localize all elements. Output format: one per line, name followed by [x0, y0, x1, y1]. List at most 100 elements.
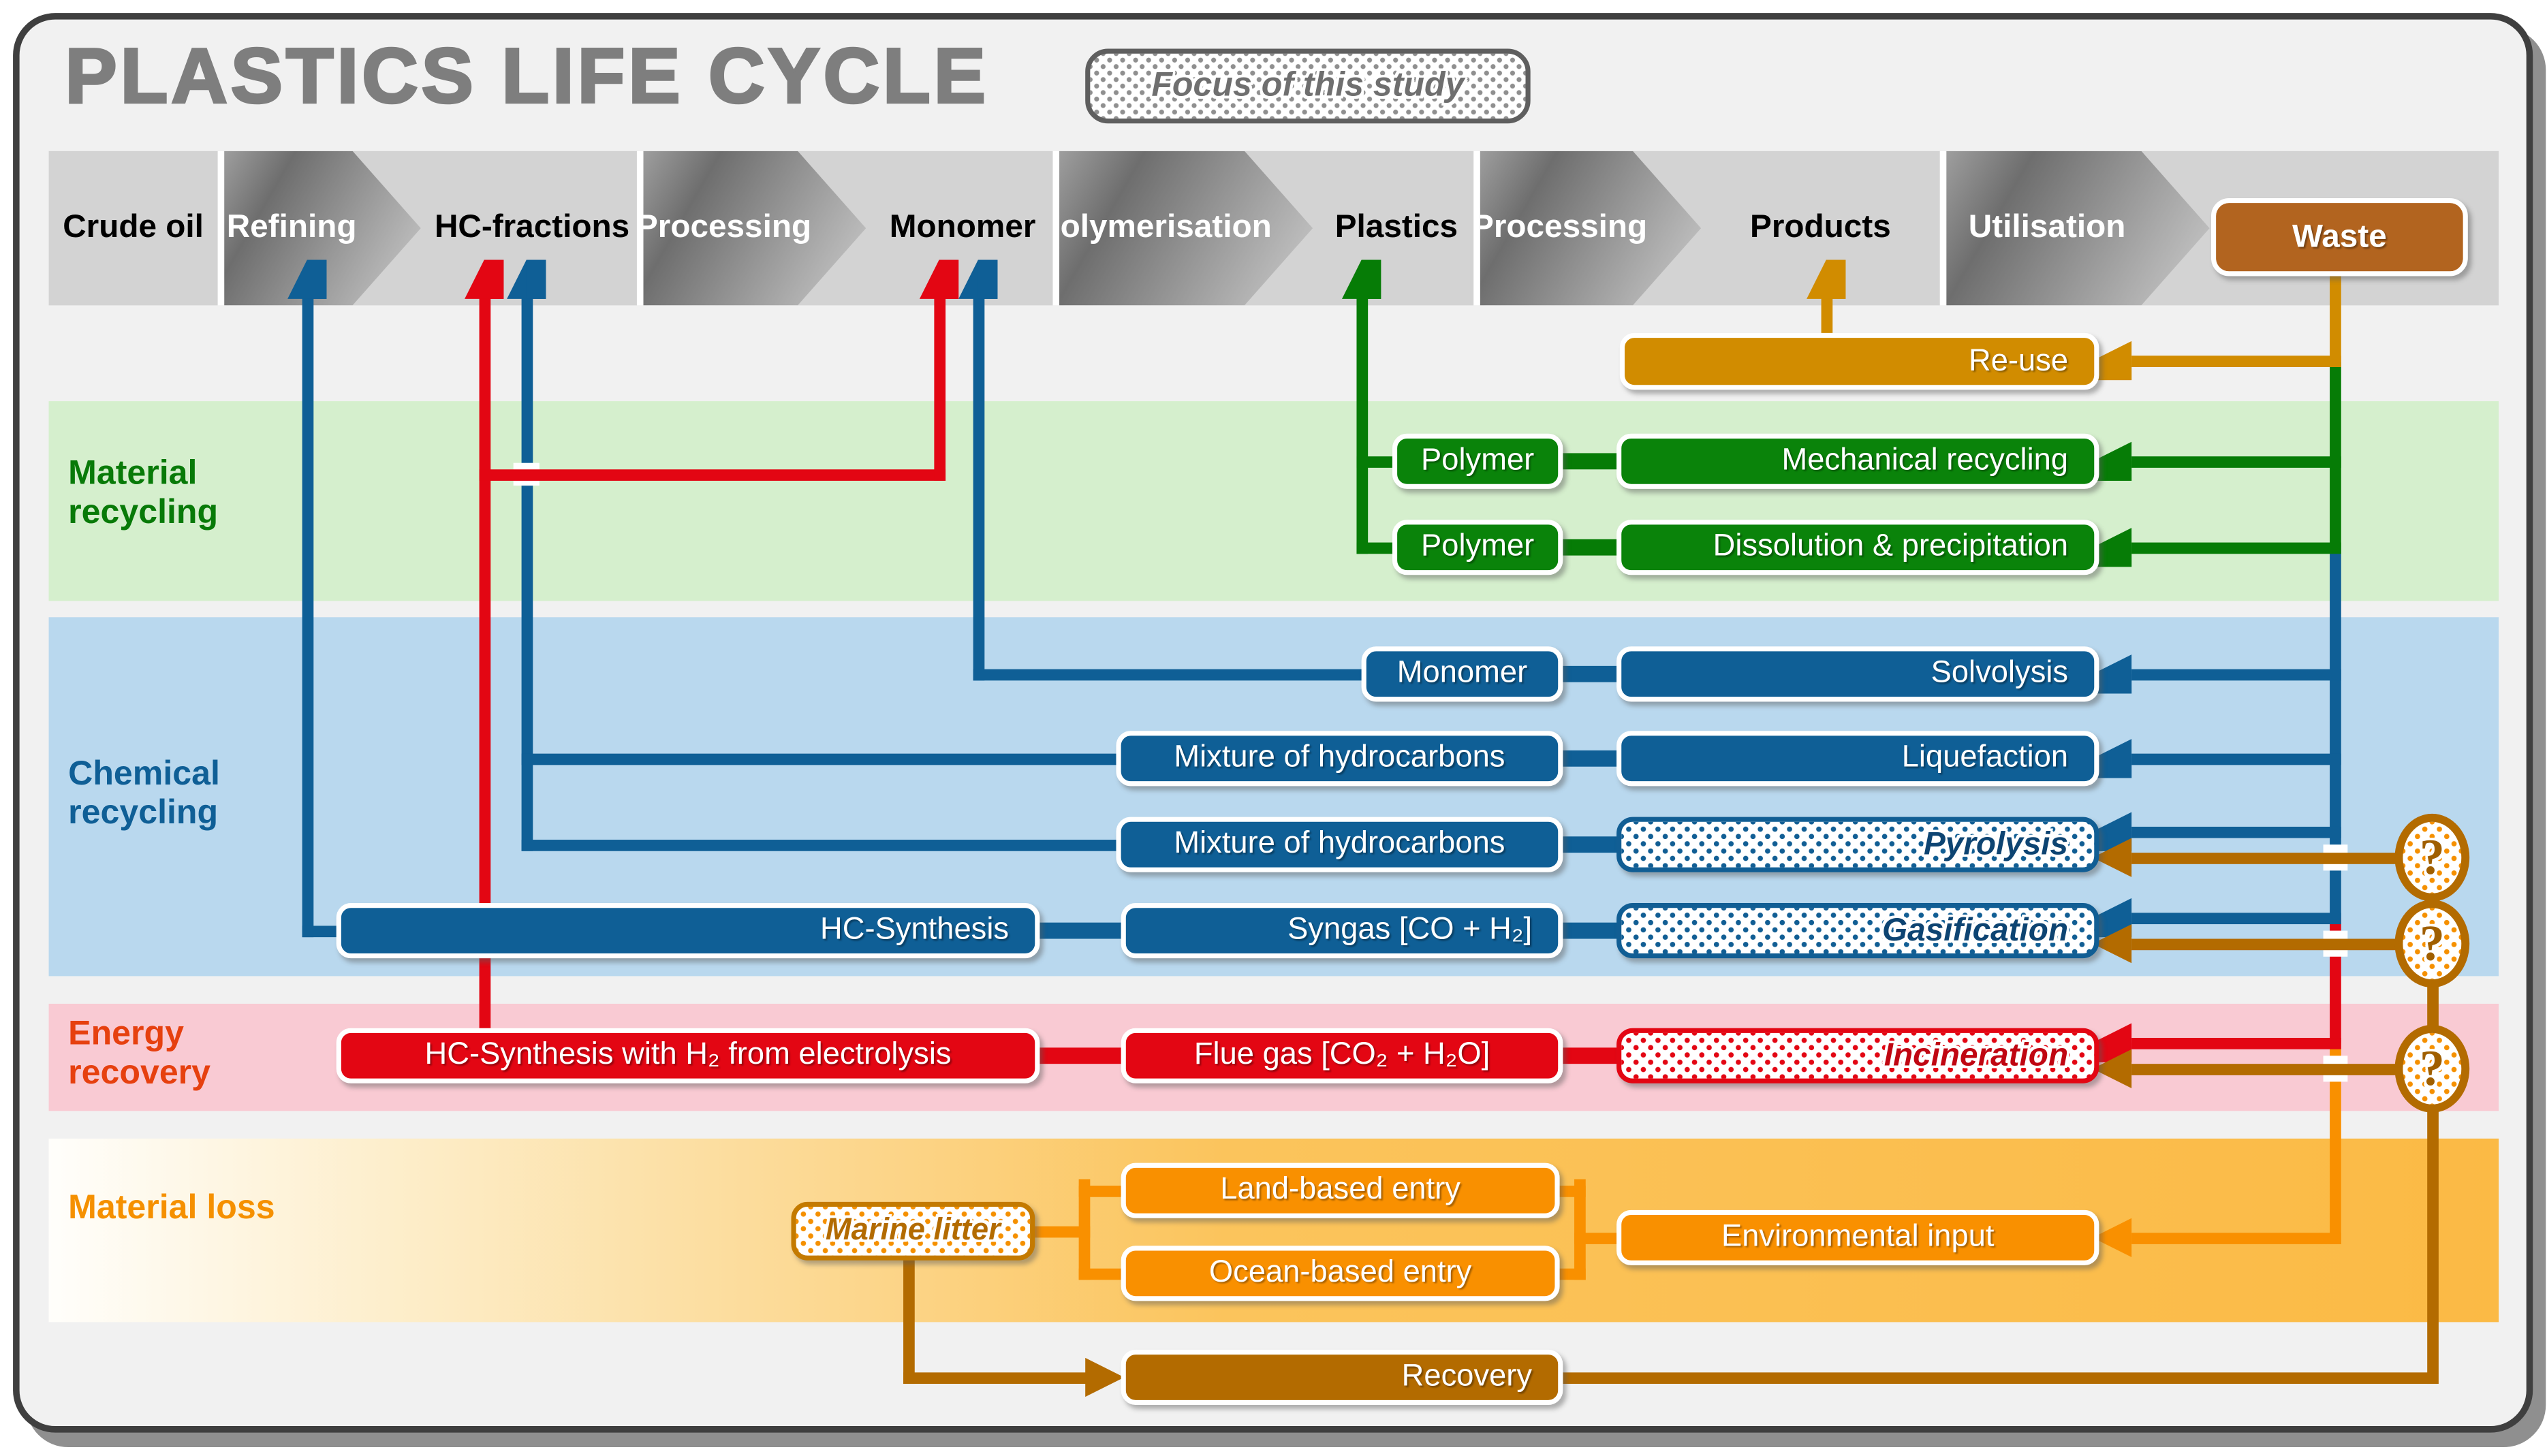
- incineration-box: Incineration: [1616, 1028, 2099, 1083]
- line-refining-feed: [301, 296, 313, 936]
- line-products-feed: [1820, 296, 1832, 335]
- land-entry-stub: [1078, 1184, 1128, 1197]
- arrow-up-monomer-blue: [958, 259, 998, 299]
- material-recycling-band: [48, 401, 2499, 601]
- land-based-entry-box: Land-based entry: [1121, 1162, 1560, 1218]
- connector-mixture-liquefaction: [1556, 750, 1623, 767]
- stage-products: Products: [1750, 209, 1891, 246]
- question-mark-gasification: ?: [2394, 900, 2470, 988]
- line-pyrolysis-feed: [520, 838, 1122, 851]
- line-hcfractions-blue-feed: [520, 296, 533, 851]
- focus-of-study-badge: Focus of this study: [1085, 48, 1531, 124]
- waste-box: Waste: [2210, 197, 2468, 276]
- stage-monomer: Monomer: [889, 209, 1036, 246]
- question-mark-pyrolysis: ?: [2394, 813, 2470, 902]
- question-mark-glyph: ?: [2419, 914, 2445, 972]
- chemical-recycling-label: Chemical recycling: [68, 755, 220, 831]
- pyrolysis-brown-arrow-shaft: [2131, 851, 2407, 864]
- marine-litter-box: Marine litter: [791, 1201, 1035, 1261]
- dissolution-arrow-shaft: [2131, 541, 2341, 554]
- pyrolysis-box: Pyrolysis: [1616, 817, 2099, 872]
- recovery-return-line: [1563, 1372, 2437, 1383]
- page-title: PLASTICS LIFE CYCLE: [64, 33, 989, 121]
- stage-separator: [217, 151, 225, 306]
- marine-recovery-line: [902, 1372, 1091, 1383]
- solvolysis-arrow-shaft: [2131, 668, 2341, 680]
- incineration-label: Incineration: [1884, 1036, 2069, 1073]
- stage-separator: [636, 151, 644, 306]
- mixture-hydrocarbons-box-2: Mixture of hydrocarbons: [1116, 817, 1563, 872]
- pyrolysis-label: Pyrolysis: [1923, 825, 2069, 862]
- gasification-box: Gasification: [1616, 903, 2099, 959]
- material-loss-label: Material loss: [68, 1188, 275, 1226]
- connector-fluegas-incineration: [1556, 1047, 1623, 1064]
- question-mark-incineration: ?: [2394, 1024, 2470, 1113]
- monomer-feed-box: Monomer: [1361, 646, 1563, 702]
- hc-synthesis-box: HC-Synthesis: [336, 903, 1040, 959]
- reuse-arrow-shaft: [2131, 355, 2341, 366]
- stage-plastics: Plastics: [1334, 209, 1458, 246]
- recovery-box: Recovery: [1121, 1349, 1563, 1406]
- line-liquefaction-feed: [520, 753, 1122, 765]
- line-monomer-blue-feed: [972, 296, 984, 680]
- gasification-brown-arrow-shaft: [2131, 938, 2407, 950]
- liquefaction-arrow-shaft: [2131, 753, 2341, 765]
- waste-line-orange: [2330, 1043, 2341, 1244]
- gasification-label: Gasification: [1882, 912, 2069, 948]
- connector-polymer-mechanical: [1556, 453, 1623, 470]
- waste-line-blue: [2330, 547, 2341, 918]
- marine-split-stub: [1035, 1225, 1091, 1237]
- stage-refining-label: Refining: [226, 209, 357, 246]
- flue-gas-box: Flue gas [CO₂ + H₂O]: [1121, 1028, 1563, 1083]
- line-plastics-feed: [1356, 296, 1367, 554]
- liquefaction-box: Liquefaction: [1616, 731, 2099, 787]
- connector-mixture-pyrolysis: [1556, 836, 1623, 853]
- arrow-up-plastics: [1342, 259, 1381, 299]
- waste-line-gold: [2330, 269, 2341, 362]
- stage-separator: [1939, 151, 1947, 306]
- environmental-arrow-shaft: [2131, 1232, 2341, 1244]
- focus-of-study-label: Focus of this study: [1151, 66, 1465, 104]
- stage-hc-fractions: HC-fractions: [434, 209, 630, 246]
- line-polymer2-stub: [1356, 541, 1395, 554]
- stage-crude-oil: Crude oil: [63, 209, 204, 246]
- polymer-box-2: Polymer: [1392, 520, 1563, 575]
- merge-bracket-vertical: [1574, 1179, 1586, 1280]
- hc-synthesis-electrolysis-box: HC-Synthesis with H₂ from electrolysis: [336, 1028, 1040, 1083]
- environmental-input-box: Environmental input: [1616, 1209, 2099, 1265]
- stage-separator: [1052, 151, 1060, 306]
- stage-processing-1-label: Processing: [636, 209, 812, 246]
- stage-chevron-processing-1: Processing: [643, 151, 866, 306]
- gasification-blue-arrow-shaft: [2131, 912, 2341, 923]
- environmental-merge-stub: [1574, 1232, 1623, 1244]
- incineration-brown-arrow-shaft: [2131, 1062, 2407, 1075]
- solvolysis-box: Solvolysis: [1616, 646, 2099, 702]
- connector-polymer-dissolution: [1556, 539, 1623, 556]
- stage-utilisation-label: Utilisation: [1968, 209, 2126, 246]
- arrow-up-products: [1807, 259, 1846, 299]
- connector-monomer-solvolysis: [1556, 665, 1623, 682]
- polymer-box-1: Polymer: [1392, 433, 1563, 489]
- line-monomer-red-feed: [933, 296, 945, 480]
- marine-down-line: [902, 1256, 914, 1383]
- recovery-arrow-head: [1085, 1357, 1125, 1397]
- ocean-based-entry-box: Ocean-based entry: [1121, 1246, 1560, 1301]
- material-recycling-label: Material recycling: [68, 454, 219, 531]
- dissolution-precipitation-box: Dissolution & precipitation: [1616, 520, 2099, 575]
- line-red-branch: [478, 469, 945, 480]
- arrow-up-monomer-red: [919, 259, 959, 299]
- line-polymer1-stub: [1356, 455, 1395, 467]
- reuse-box: Re-use: [1619, 332, 2099, 390]
- question-mark-glyph: ?: [2419, 828, 2445, 885]
- stage-processing-2-label: Processing: [1472, 209, 1648, 246]
- connector-hcsynthesis-fluegas: [1033, 1047, 1128, 1064]
- energy-recovery-label: Energy recovery: [68, 1015, 211, 1091]
- mixture-hydrocarbons-box-1: Mixture of hydrocarbons: [1116, 731, 1563, 787]
- syngas-box: Syngas [CO + H₂]: [1121, 903, 1563, 959]
- mechanical-recycling-box: Mechanical recycling: [1616, 433, 2099, 489]
- arrow-up-refining: [287, 259, 327, 299]
- question-mark-glyph: ?: [2419, 1039, 2445, 1096]
- arrow-up-hc-fractions-red: [465, 259, 504, 299]
